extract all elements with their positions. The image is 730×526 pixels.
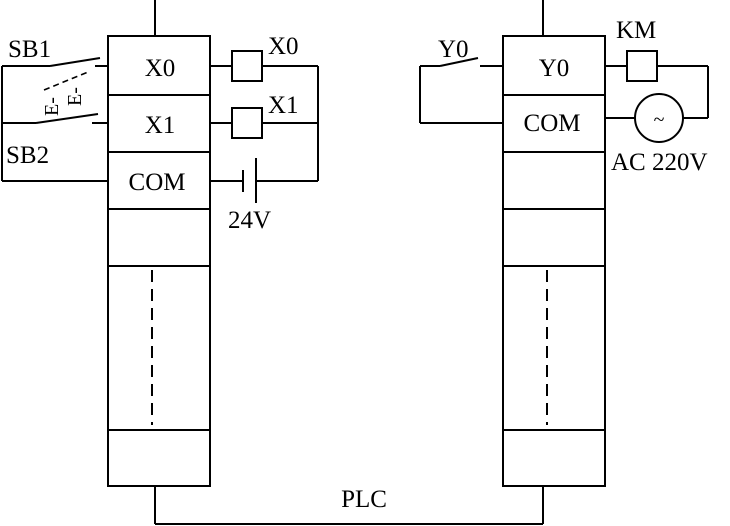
sb2-switch-blade [35, 113, 99, 124]
load-x0-box [231, 50, 263, 82]
input-load-wiring: X0 X1 24V [210, 33, 319, 234]
y0-switch-blade [439, 57, 479, 67]
output-switch-wiring: Y0 [419, 36, 503, 124]
terminal-com-label: COM [129, 169, 186, 196]
supply-ac-label: AC 220V [611, 149, 708, 176]
switch-linkage [43, 71, 89, 91]
km-coil-box [626, 50, 658, 82]
sb2-switch-mark: E- [41, 97, 63, 116]
input-switch-wiring: SB1 SB2 E- E- [1, 36, 108, 182]
output-module: Y0 COM [502, 0, 606, 487]
sb2-label: SB2 [6, 142, 49, 169]
bus-connection: PLC [154, 486, 544, 525]
supply-24v-label: 24V [228, 207, 271, 234]
sb1-switch-mark: E- [64, 87, 86, 106]
terminal-y0-label: Y0 [539, 55, 570, 82]
y0-switch-label: Y0 [438, 36, 469, 63]
km-label: KM [616, 17, 656, 44]
terminal-output-com-label: COM [524, 110, 581, 137]
ac-source-icon [634, 93, 684, 143]
plc-label: PLC [341, 486, 387, 513]
sb1-label: SB1 [8, 36, 51, 63]
ac-wave-symbol: ~ [654, 109, 665, 131]
load-x1-box [231, 107, 263, 139]
load-x0-label: X0 [268, 33, 299, 60]
load-x1-label: X1 [268, 92, 299, 119]
output-load-wiring: ~ KM AC 220V [605, 17, 709, 176]
sb1-switch-blade [49, 57, 101, 67]
terminal-x1-label: X1 [145, 112, 176, 139]
input-module: X0 X1 COM [107, 0, 211, 487]
terminal-x0-label: X0 [145, 55, 176, 82]
